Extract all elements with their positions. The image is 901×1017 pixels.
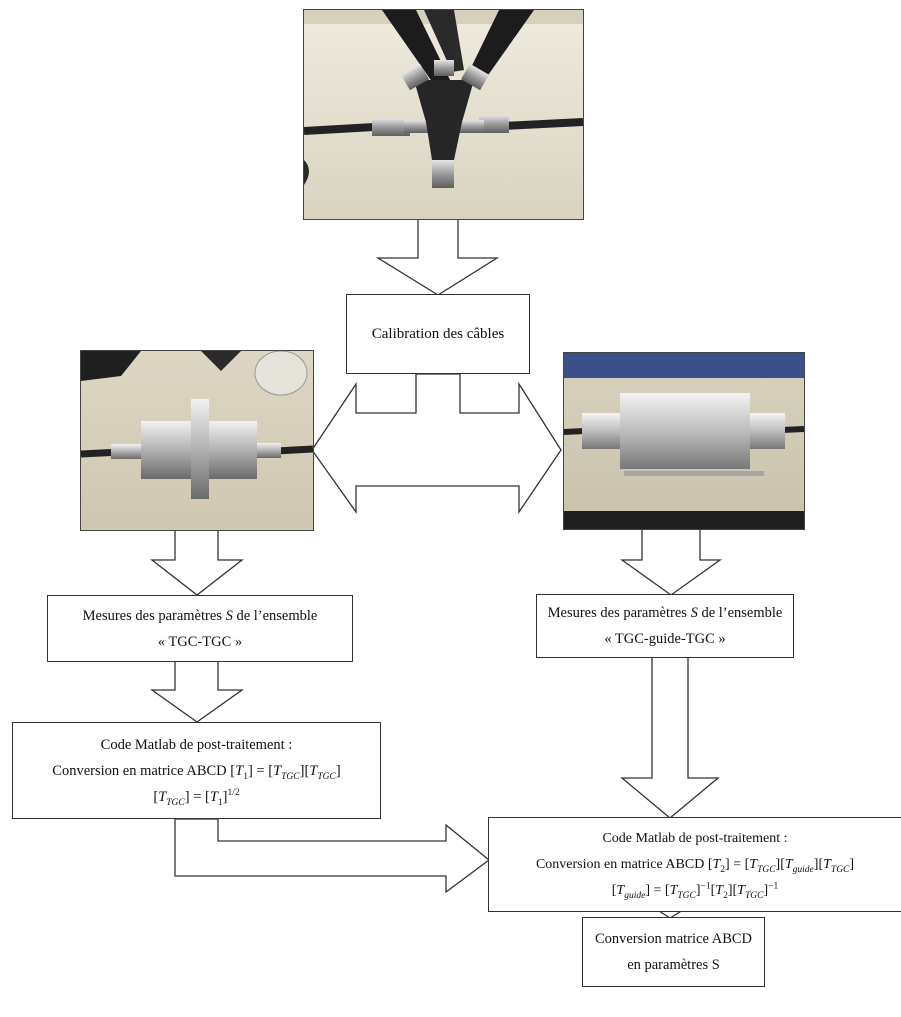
post-processing-right-box: Code Matlab de post-traitement : Convers…	[488, 817, 901, 912]
arrow-left-post-to-right-post	[174, 818, 491, 894]
arrow-calibration-to-assemblies	[311, 373, 562, 515]
calibration-box: Calibration des câbles	[346, 294, 530, 374]
arrow-right-photo-to-measure	[619, 527, 723, 596]
calibration-label: Calibration des câbles	[371, 326, 505, 342]
final-line1: Conversion matrice ABCD	[594, 931, 753, 947]
measure-right-line2: « TGC-guide-TGC »	[604, 631, 726, 647]
post-left-equation-2: [TTGC] = [T1]1/2	[153, 787, 240, 808]
measure-right-line1: Mesures des paramètres S de l’ensemble	[547, 605, 783, 621]
post-left-title: Code Matlab de post-traitement :	[100, 736, 293, 753]
measure-left-line1: Mesures des paramètres S de l’ensemble	[82, 607, 318, 624]
arrow-left-measure-to-post	[149, 660, 245, 723]
arrow-photo-to-calibration	[375, 218, 500, 296]
post-left-equation-1: Conversion en matrice ABCD [T1] = [TTGC]…	[52, 762, 341, 782]
measure-tgc-guide-tgc-box: Mesures des paramètres S de l’ensemble «…	[536, 594, 794, 658]
post-right-title: Code Matlab de post-traitement :	[602, 830, 788, 846]
calibration-kit-photo	[303, 9, 584, 220]
post-right-equation-1: Conversion en matrice ABCD [T2] = [TTGC]…	[535, 856, 855, 875]
arrow-right-measure-to-post	[620, 656, 720, 819]
tgc-tgc-assembly-photo	[80, 350, 314, 531]
measure-tgc-tgc-box: Mesures des paramètres S de l’ensemble «…	[47, 595, 353, 662]
post-right-equation-2: [Tguide] = [TTGC]−1[T2][TTGC]−1	[611, 880, 779, 901]
measure-left-line2: « TGC-TGC »	[157, 633, 243, 650]
tgc-guide-tgc-assembly-photo	[563, 352, 805, 530]
final-line2: en paramètres S	[627, 957, 720, 973]
final-conversion-box: Conversion matrice ABCD en paramètres S	[582, 917, 765, 987]
arrow-left-photo-to-measure	[150, 528, 244, 596]
post-processing-left-box: Code Matlab de post-traitement : Convers…	[12, 722, 381, 819]
